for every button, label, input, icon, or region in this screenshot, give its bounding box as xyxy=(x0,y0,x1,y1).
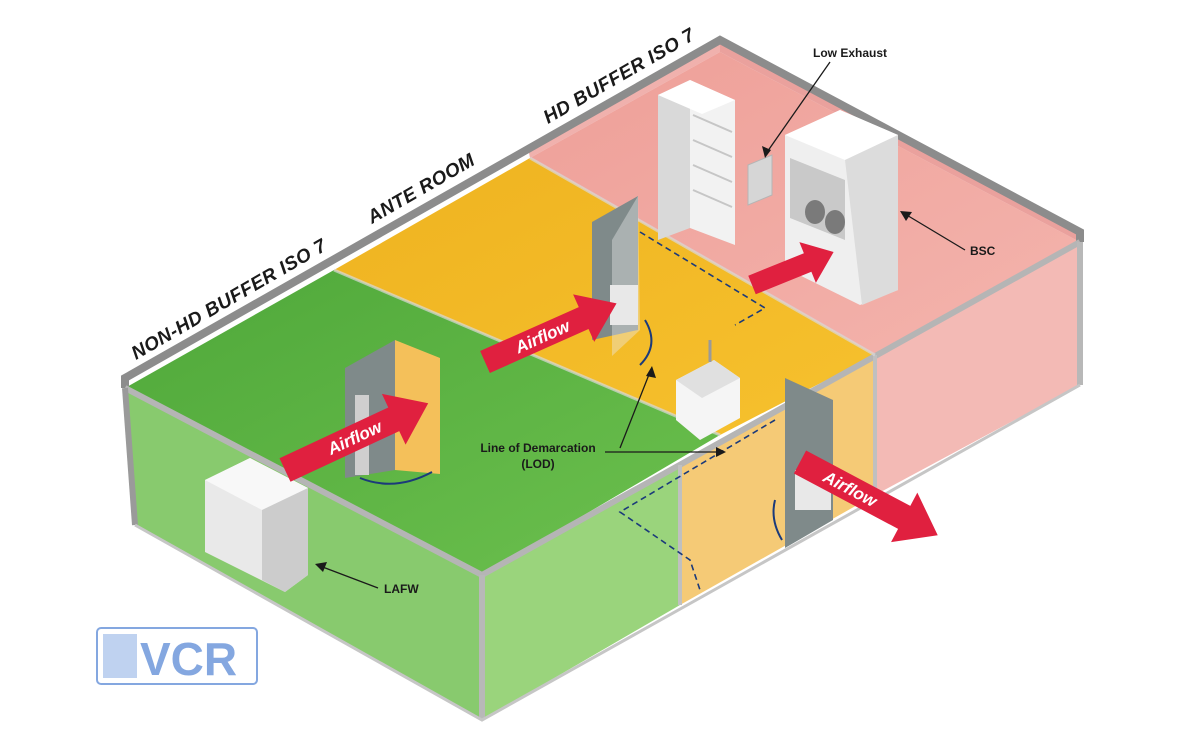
low-exhaust-arrowhead xyxy=(762,146,771,158)
low-exhaust-label: Low Exhaust xyxy=(813,46,887,60)
airflow-arrow-hd xyxy=(748,242,834,295)
vcr-logo: VCR xyxy=(96,627,258,685)
lod-line-bottom xyxy=(618,419,776,591)
partition-yellow-pink xyxy=(529,156,876,357)
low-exhaust-vent xyxy=(747,154,773,206)
lod-label-line1: Line of Demarcation xyxy=(480,441,595,455)
left-corner-edge xyxy=(122,387,138,526)
lod-leader-up xyxy=(619,371,651,449)
lod-label-line2: (LOD) xyxy=(521,457,554,471)
shelving-unit xyxy=(658,80,735,245)
logo-text: VCR xyxy=(140,633,237,685)
lafw-hood xyxy=(205,458,308,592)
bsc-leader xyxy=(904,213,966,251)
hd-front-wall xyxy=(875,242,1080,495)
sink xyxy=(676,340,740,440)
bsc-arrowhead xyxy=(900,211,912,221)
bsc-cabinet xyxy=(785,110,898,305)
lafw-leader xyxy=(319,565,379,589)
lafw-arrowhead xyxy=(315,562,327,572)
lafw-label: LAFW xyxy=(384,582,419,596)
lod-arrowhead-right xyxy=(716,447,726,457)
logo-frame xyxy=(96,627,258,685)
low-exhaust-leader xyxy=(764,61,831,156)
non-hd-front-wall xyxy=(482,465,680,720)
outer-wall-top xyxy=(121,35,1084,388)
bsc-label: BSC xyxy=(970,244,996,258)
logo-icon xyxy=(103,634,137,678)
lod-arrowhead-up xyxy=(646,366,656,378)
